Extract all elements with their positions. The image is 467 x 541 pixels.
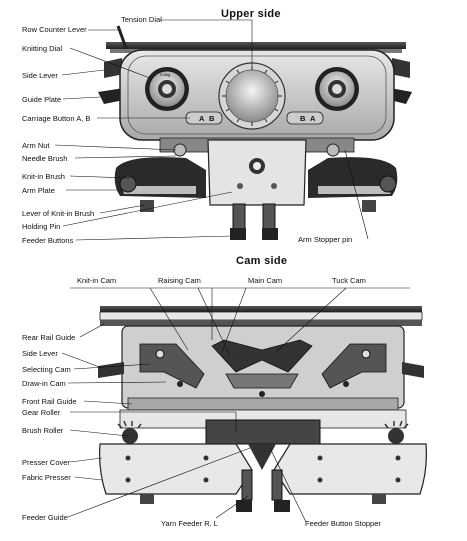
label-feeder-buttons: Feeder Buttons	[22, 236, 74, 245]
leader-lines	[54, 19, 410, 523]
knitting-dial-left: S.ting	[145, 67, 189, 111]
label-tuck-cam: Tuck Cam	[332, 276, 366, 285]
upper-carriage: S.ting	[98, 25, 412, 240]
label-holding-pin: Holding Pin	[22, 222, 61, 231]
label-tension-dial: Tension Dial	[121, 15, 162, 24]
label-main-cam: Main Cam	[248, 276, 283, 285]
label-gear-roller: Gear Roller	[22, 408, 61, 417]
label-side-lever-cam: Side Lever	[22, 349, 58, 358]
tension-dial	[218, 62, 286, 130]
label-yarn-feeder: Yarn Feeder R. L	[161, 519, 218, 528]
label-needle-brush: Needle Brush	[22, 154, 68, 163]
label-row-counter-lever: Row Counter Lever	[22, 25, 87, 34]
label-arm-nut: Arm Nut	[22, 141, 50, 150]
button-letter-a-left: A	[199, 114, 205, 123]
label-raising-cam: Raising Cam	[158, 276, 201, 285]
label-knit-in-brush: Knit-in Brush	[22, 172, 65, 181]
label-guide-plate: Guide Plate	[22, 95, 62, 104]
label-carriage-button: Carriage Button A, B	[22, 114, 91, 123]
button-letter-a-right: A	[310, 114, 316, 123]
label-side-lever-upper: Side Lever	[22, 71, 58, 80]
label-lever-knit-in-brush: Lever of Knit-in Brush	[22, 209, 95, 218]
cam-side-title: Cam side	[236, 255, 288, 267]
label-feeder-button-stopper: Feeder Button Stopper	[305, 519, 381, 528]
button-letter-b-right: B	[300, 114, 306, 123]
label-fabric-presser: Fabric Presser	[22, 473, 71, 482]
label-selecting-cam: Selecting Cam	[22, 365, 71, 374]
svg-text:S.ting: S.ting	[160, 72, 170, 77]
label-rear-rail-guide: Rear Rail Guide	[22, 333, 76, 342]
label-brush-roller: Brush Roller	[22, 426, 64, 435]
label-presser-cover: Presser Cover	[22, 458, 70, 467]
cam-carriage	[98, 306, 427, 512]
label-feeder-guide: Feeder Guide	[22, 513, 68, 522]
label-front-rail-guide: Front Rail Guide	[22, 397, 77, 406]
label-arm-plate: Arm Plate	[22, 186, 55, 195]
label-arm-stopper-pin: Arm Stopper pin	[298, 235, 353, 244]
label-knit-in-cam: Knit-in Cam	[77, 276, 117, 285]
button-letter-b-left: B	[209, 114, 215, 123]
upper-side-title: Upper side	[221, 8, 281, 20]
knitting-dial-right	[315, 67, 359, 111]
label-knitting-dial: Knitting Dial	[22, 44, 63, 53]
label-draw-in-cam: Draw-in Cam	[22, 379, 66, 388]
